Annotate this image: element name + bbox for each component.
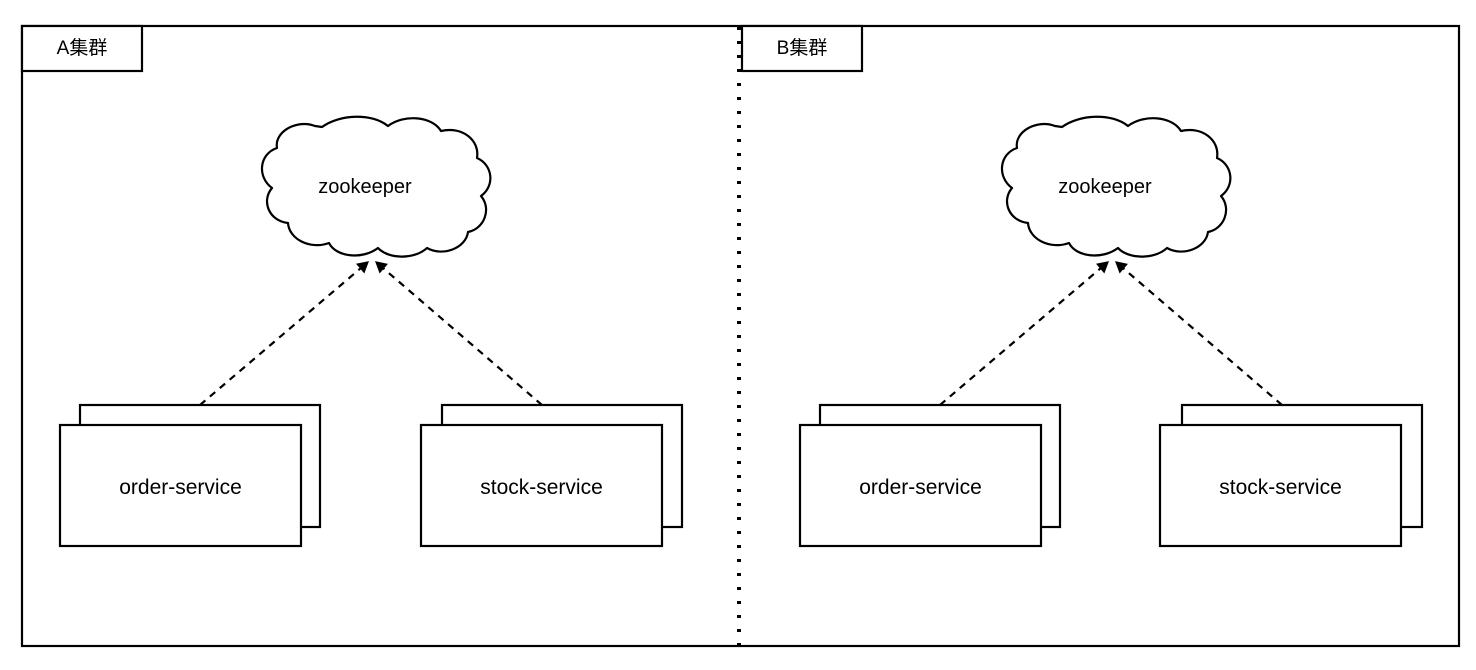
order-service-a-box-front[interactable] — [58, 423, 303, 548]
zookeeper-a-cloud-shape — [261, 115, 492, 258]
cluster-a-label-tab — [20, 24, 144, 73]
zookeeper-b-cloud-shape — [1001, 115, 1232, 258]
connector-order-service-b-to-zookeeper-b — [939, 261, 1109, 406]
stock-service-b-box-front[interactable] — [1158, 423, 1403, 548]
connector-order-service-a-to-zookeeper-a — [199, 261, 369, 406]
order-service-b-box-front[interactable] — [798, 423, 1043, 548]
connector-stock-service-b-to-zookeeper-b — [1115, 261, 1283, 406]
cluster-b-label-tab — [740, 24, 864, 73]
stock-service-a-box-front[interactable] — [419, 423, 664, 548]
connector-stock-service-a-to-zookeeper-a — [375, 261, 543, 406]
